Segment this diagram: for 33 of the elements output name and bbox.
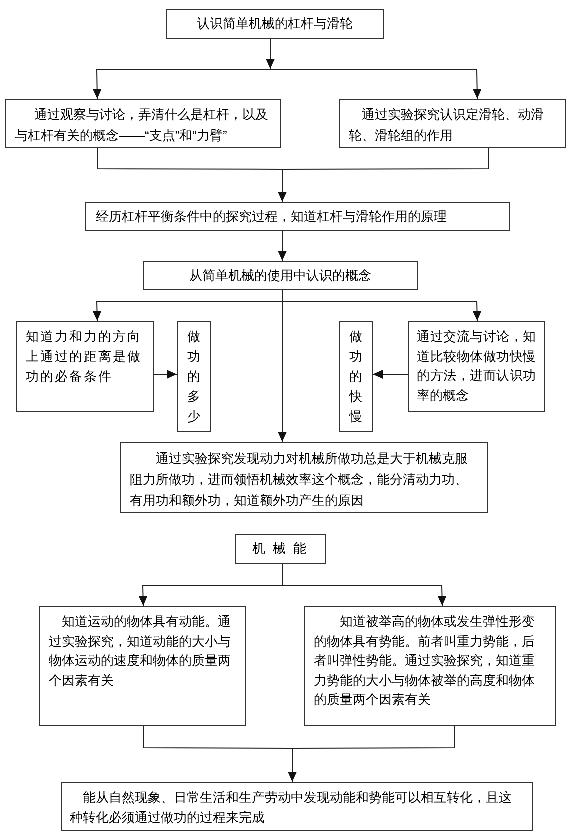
arrow	[288, 748, 297, 782]
process-box: 能从自然现象、日常生活和生产劳动中发现动能和势能可以相互转化，且这种转化必须通过做功的过程来完成	[61, 782, 533, 831]
arrow	[92, 69, 271, 100]
process-box: 知道被举高的物体或发生弹性形变的物体具有势能。前者叫重力势能，后者叫弹性势能。通过实验探究，知道重力势能的大小与物体被举的高度和物体的质量两个因素有关	[304, 606, 556, 726]
process-box: 知道力和力的方向上通过的距离是做功的必备条件	[16, 321, 154, 412]
topic-box: 认识简单机械的杠杆与滑轮	[166, 9, 384, 39]
vertical-text-box: 做功的快慢	[339, 321, 373, 432]
arrow	[282, 585, 447, 606]
topic-box: 机 械 能	[235, 534, 326, 564]
arrow	[278, 230, 287, 262]
arrow	[372, 370, 409, 379]
connector-line	[282, 564, 283, 586]
process-box: 通过交流与讨论，知道比较物体做功快慢的方法，进而认识功率的概念	[408, 321, 545, 412]
arrow	[138, 585, 283, 606]
process-box: 知道运动的物体具有动能。通过实验探究，知道动能的大小与物体运动的速度和物体的质量两个因素有关	[39, 606, 246, 726]
arrow	[154, 370, 178, 379]
arrow	[278, 168, 287, 202]
connector-line	[292, 726, 455, 749]
connector-line	[282, 148, 489, 170]
topic-box: 从简单机械的使用中认识的概念	[143, 261, 418, 290]
connector-line	[143, 726, 292, 749]
arrow	[270, 69, 482, 100]
connector-line	[97, 148, 282, 170]
process-box: 通过实验探究认识定滑轮、动滑轮、滑轮组的作用	[339, 99, 566, 148]
connector-line	[282, 290, 283, 302]
arrow	[266, 38, 275, 70]
process-box: 经历杠杆平衡条件中的探究过程，知道杠杆与滑轮作用的原理	[85, 202, 510, 231]
process-box: 通过实验探究发现动力对机械所做功总是大于机械克服阻力所做功，进而领悟机械效率这个概念，能分清动力功、有用功和额外功，知道额外功产生的原因	[120, 442, 488, 513]
arrow	[282, 301, 482, 322]
arrow	[278, 300, 287, 442]
arrow	[92, 301, 283, 322]
process-box: 通过观察与讨论，弄清什么是杠杆，以及与杠杆有关的概念——“支点”和“力臂”	[5, 99, 281, 148]
vertical-text-box: 做功的多少	[177, 321, 211, 432]
